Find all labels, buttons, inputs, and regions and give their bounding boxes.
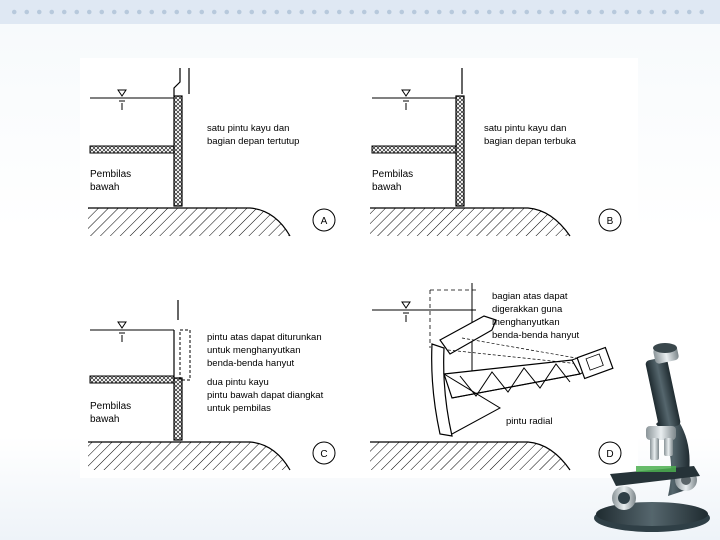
panel-c-caption-1: pintu atas dapat diturunkan: [207, 332, 322, 343]
panel-c-pembilas-1: Pembilas: [90, 401, 131, 412]
water-level-icon: [115, 89, 129, 111]
water-level-icon: [399, 301, 413, 323]
panel-c-caption2-2: pintu bawah dapat diangkat: [207, 390, 324, 401]
panel-b-pembilas-2: bawah: [372, 182, 401, 193]
gate-diagram: satu pintu kayu dan bagian depan tertutu…: [88, 68, 622, 471]
panel-d-radial-label: pintu radial: [506, 416, 552, 427]
panel-d-caption-1: bagian atas dapat: [492, 291, 568, 302]
water-level-icon: [399, 89, 413, 111]
panel-c-label-circle: [312, 441, 336, 465]
panel-c-caption-3: benda-benda hanyut: [207, 358, 295, 369]
panel-d-letter: D: [606, 449, 613, 460]
panel-c-caption2-1: dua pintu kayu: [207, 377, 269, 388]
panel-d-caption-4: benda-benda hanyut: [492, 330, 580, 341]
panel-d: bagian atas dapat digerakkan guna mengha…: [370, 283, 622, 471]
panel-c-pembilas-2: bawah: [90, 414, 119, 425]
panel-b: satu pintu kayu dan bagian depan terbuka…: [370, 68, 622, 237]
panel-a: satu pintu kayu dan bagian depan tertutu…: [88, 68, 336, 237]
panel-c-caption2-3: untuk pembilas: [207, 403, 271, 414]
figure-panel: satu pintu kayu dan bagian depan tertutu…: [80, 58, 638, 478]
panel-d-caption-2: digerakkan guna: [492, 304, 563, 315]
water-level-icon: [115, 321, 129, 343]
panel-d-label-circle: [598, 441, 622, 465]
microscope-icon: [590, 340, 715, 540]
panel-a-pembilas-2: bawah: [90, 182, 119, 193]
panel-b-caption-1: satu pintu kayu dan: [484, 123, 566, 134]
panel-d-caption-3: menghanyutkan: [492, 317, 560, 328]
panel-a-pembilas-1: Pembilas: [90, 169, 131, 180]
panel-a-caption-2: bagian depan tertutup: [207, 136, 299, 147]
panel-b-letter: B: [607, 216, 614, 227]
panel-c: pintu atas dapat diturunkan untuk mengha…: [88, 300, 336, 471]
panel-c-letter: C: [320, 449, 327, 460]
panel-a-caption-1: satu pintu kayu dan: [207, 123, 289, 134]
decorative-dot-row: [8, 8, 712, 16]
panel-b-caption-2: bagian depan terbuka: [484, 136, 577, 147]
panel-c-caption-2: untuk menghanyutkan: [207, 345, 300, 356]
panel-a-label-circle: [312, 208, 336, 232]
panel-a-letter: A: [321, 216, 328, 227]
panel-b-label-circle: [598, 208, 622, 232]
panel-b-pembilas-1: Pembilas: [372, 169, 413, 180]
